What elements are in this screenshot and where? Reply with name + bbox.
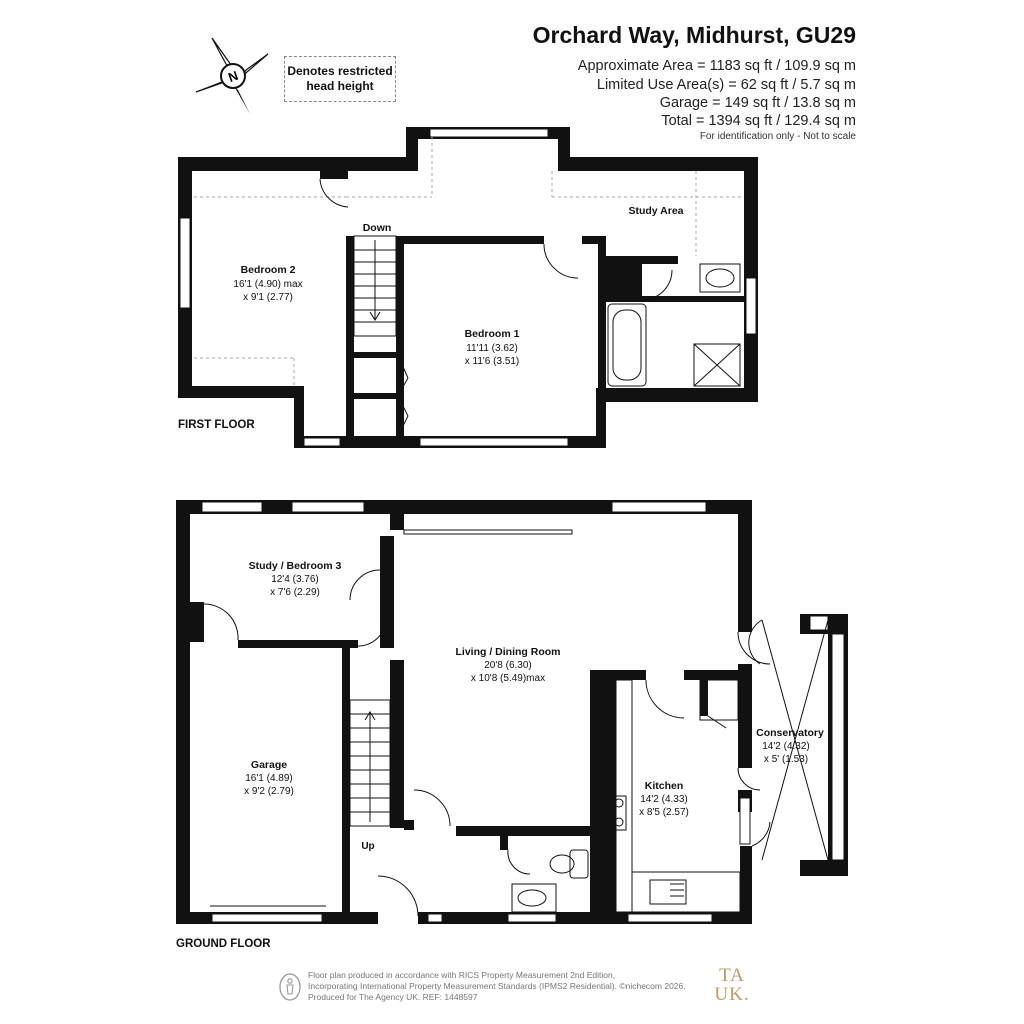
- bedroom2-dim1: 16'1 (4.90) max: [233, 279, 302, 290]
- footer-text: Floor plan produced in accordance with R…: [308, 970, 728, 1003]
- living-name: Living / Dining Room: [456, 646, 561, 658]
- first-floor-windows: [179, 128, 757, 447]
- garage-name: Garage: [251, 759, 287, 771]
- identification-note: For identification only - Not to scale: [699, 131, 856, 142]
- total-area: Total = 1394 sq ft / 129.4 sq m: [661, 113, 856, 129]
- conservatory-dim1: 14'2 (4.32): [762, 741, 810, 752]
- bedroom2-name: Bedroom 2: [241, 264, 296, 276]
- legend-line-2: head height: [306, 79, 374, 93]
- kitchen-name: Kitchen: [645, 780, 684, 792]
- kitchen-dim1: 14'2 (4.33): [640, 794, 688, 805]
- ground-floor-windows: [201, 501, 845, 923]
- footer-line-2: Incorporating International Property Mea…: [308, 981, 686, 991]
- bedroom1-dim2: x 11'6 (3.51): [465, 356, 520, 367]
- bedroom1-name: Bedroom 1: [465, 328, 520, 340]
- garage-dim1: 16'1 (4.89): [245, 773, 293, 784]
- kitchen-dim2: x 8'5 (2.57): [639, 807, 689, 818]
- plan-title: Orchard Way, Midhurst, GU29: [532, 22, 856, 48]
- study-name: Study / Bedroom 3: [249, 560, 342, 572]
- ground-floor-label: GROUND FLOOR: [176, 938, 271, 950]
- garage-area: Garage = 149 sq ft / 13.8 sq m: [659, 95, 856, 111]
- agency-logo: TA UK.: [710, 966, 754, 1004]
- conservatory-dim2: x 5' (1.53): [764, 754, 808, 765]
- conservatory-name: Conservatory: [756, 727, 824, 739]
- study-dim1: 12'4 (3.76): [271, 574, 319, 585]
- first-floor-stair-label: Down: [363, 222, 392, 234]
- bedroom2-dim2: x 9'1 (2.77): [243, 292, 293, 303]
- compass-icon: N: [195, 37, 269, 114]
- ground-floor-fittings: [203, 529, 829, 917]
- footer-line-3: Produced for The Agency UK. REF: 1448597: [308, 992, 478, 1002]
- living-dim2: x 10'8 (5.49)max: [471, 673, 545, 684]
- agency-logo-line-2: UK.: [714, 984, 750, 1005]
- study-dim2: x 7'6 (2.29): [270, 587, 320, 598]
- study-area-label: Study Area: [628, 205, 683, 217]
- rics-logo-icon: [279, 973, 301, 1001]
- first-floor-label: FIRST FLOOR: [178, 419, 255, 431]
- bedroom1-dim1: 11'11 (3.62): [466, 343, 518, 354]
- first-floor-fittings: [194, 137, 744, 433]
- footer-line-1: Floor plan produced in accordance with R…: [308, 970, 616, 980]
- living-dim1: 20'8 (6.30): [484, 660, 532, 671]
- legend-line-1: Denotes restricted: [287, 64, 393, 78]
- limited-use-area: Limited Use Area(s) = 62 sq ft / 5.7 sq …: [596, 77, 856, 93]
- garage-dim2: x 9'2 (2.79): [244, 786, 294, 797]
- agency-logo-line-1: TA: [719, 965, 745, 986]
- restricted-height-legend: Denotes restricted head height: [284, 56, 396, 102]
- ground-floor-stair-label: Up: [361, 841, 374, 852]
- approx-area: Approximate Area = 1183 sq ft / 109.9 sq…: [577, 58, 856, 74]
